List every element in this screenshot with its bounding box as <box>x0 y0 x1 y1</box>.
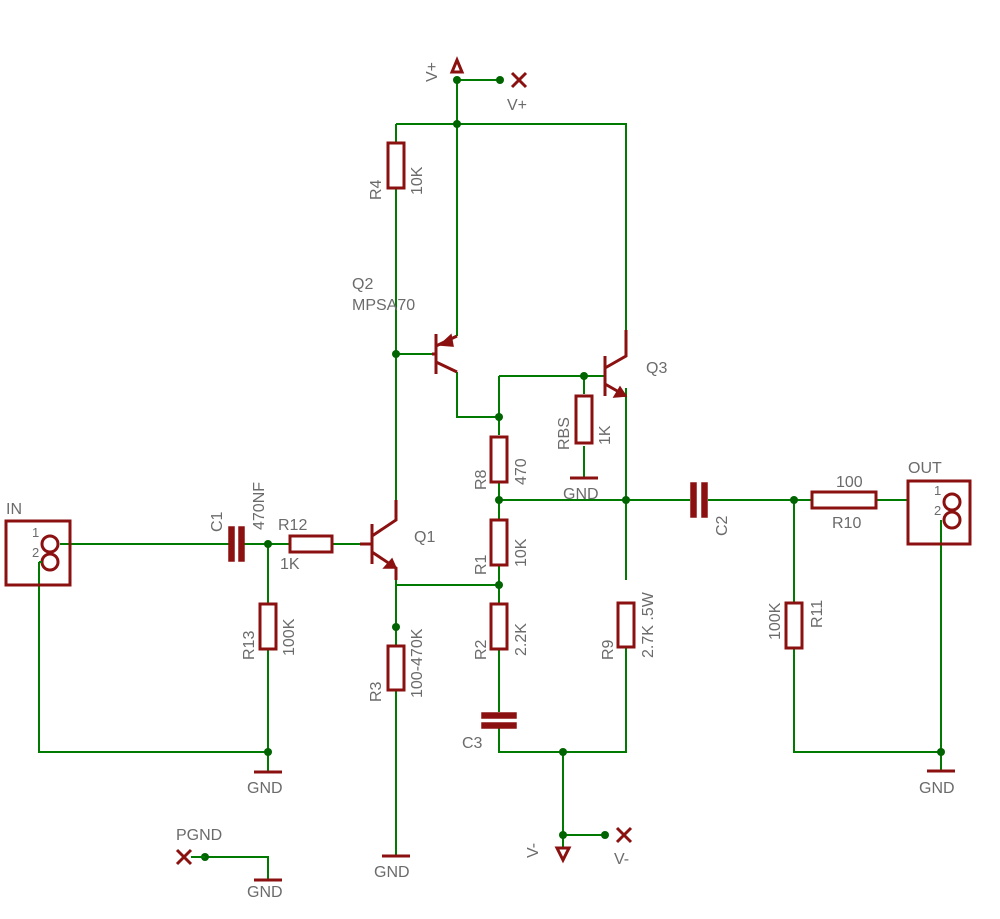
junction-dot <box>790 496 798 504</box>
resistor-r2: R2 2.2K <box>473 602 530 660</box>
resistor-r4: R4 10K <box>368 141 426 200</box>
gnd-symbol: GND <box>919 769 955 797</box>
c2-name: C2 <box>714 515 731 536</box>
resistor-r10: 100 R10 <box>810 474 878 532</box>
r13-name: R13 <box>241 631 258 660</box>
vplus-symbol-label: V+ <box>424 62 441 82</box>
vminus-net-label: V- <box>614 851 629 868</box>
in-pin2-label: 2 <box>32 545 39 560</box>
rbs-value: 1K <box>597 425 614 445</box>
junction-dot <box>496 76 504 84</box>
junction-dot <box>559 748 567 756</box>
r4-value: 10K <box>409 166 426 195</box>
connector-out: OUT 1 2 <box>906 460 972 546</box>
junction-dot <box>392 350 400 358</box>
gnd-label: GND <box>563 486 599 503</box>
r12-name: R12 <box>278 517 307 534</box>
r9-name: R9 <box>600 639 617 660</box>
vplus-supply: V+ V+ <box>424 56 528 114</box>
r3-value: 100-470K <box>409 628 426 698</box>
junction-dot <box>601 831 609 839</box>
r1-value: 10K <box>513 538 530 567</box>
capacitor-c3: C3 <box>462 712 517 752</box>
transistor-q2: Q2 MPSA70 <box>352 276 458 374</box>
r9-value: 2.7K .5W <box>640 591 657 658</box>
gnd-symbol: GND <box>374 854 410 881</box>
pgnd-label: PGND <box>176 827 222 844</box>
resistor-r11: 100K R11 <box>767 600 826 650</box>
gnd-symbol: GND <box>563 476 599 503</box>
c1-value: 470NF <box>251 482 268 530</box>
out-pin2-label: 2 <box>934 503 941 518</box>
junction-dot <box>495 413 503 421</box>
gnd-label: GND <box>374 864 410 881</box>
gnd-symbol: GND <box>247 878 283 901</box>
connector-in: IN 1 2 <box>4 501 72 587</box>
resistor-r12: R12 1K <box>278 517 334 573</box>
capacitor-c2: C2 <box>690 482 731 536</box>
r8-name: R8 <box>473 469 490 490</box>
capacitor-c1: C1 470NF <box>205 482 268 562</box>
resistor-r13: R13 100K <box>241 602 298 660</box>
gnd-symbol: GND <box>247 770 283 797</box>
r13-value: 100K <box>281 618 298 656</box>
vplus-net-label: V+ <box>507 97 527 114</box>
resistor-r1: R1 10K <box>473 518 530 575</box>
pgnd-net: PGND <box>175 827 222 866</box>
q2-value: MPSA70 <box>352 297 415 314</box>
r2-name: R2 <box>473 639 490 660</box>
junction-dot <box>559 831 567 839</box>
r1-name: R1 <box>473 554 490 575</box>
c3-name: C3 <box>462 735 483 752</box>
junction-dot <box>453 120 461 128</box>
junction-dot <box>495 581 503 589</box>
r8-value: 470 <box>513 458 530 485</box>
transistor-q1: Q1 <box>360 500 435 580</box>
resistor-r9: R9 2.7K .5W <box>600 591 657 660</box>
resistor-r3: R3 100-470K <box>368 628 426 702</box>
r12-value: 1K <box>280 556 300 573</box>
q3-name: Q3 <box>646 360 667 377</box>
resistor-rbs: RBS 1K <box>556 394 614 450</box>
gnd-label: GND <box>247 884 283 901</box>
vminus-supply: V- V- <box>525 826 633 868</box>
junctions <box>201 76 945 861</box>
rbs-name: RBS <box>556 417 573 450</box>
q1-name: Q1 <box>414 529 435 546</box>
junction-dot <box>580 372 588 380</box>
out-connector-name: OUT <box>908 460 942 477</box>
r4-name: R4 <box>368 179 385 200</box>
junction-dot <box>392 623 400 631</box>
gnd-label: GND <box>919 780 955 797</box>
r10-value: 100 <box>836 474 863 491</box>
r2-value: 2.2K <box>513 623 530 656</box>
gnd-label: GND <box>247 780 283 797</box>
transistor-q3: Q3 <box>603 330 667 398</box>
junction-dot <box>622 496 630 504</box>
in-pin1-label: 1 <box>32 525 39 540</box>
r3-name: R3 <box>368 681 385 702</box>
resistor-r8: R8 470 <box>473 435 530 490</box>
c1-name: C1 <box>209 511 226 532</box>
q2-name: Q2 <box>352 276 373 293</box>
junction-dot <box>453 76 461 84</box>
junction-dot <box>495 496 503 504</box>
vminus-symbol-label: V- <box>525 843 542 858</box>
r10-name: R10 <box>832 515 861 532</box>
junction-dot <box>264 748 272 756</box>
junction-dot <box>264 540 272 548</box>
r11-value: 100K <box>767 602 784 640</box>
in-connector-name: IN <box>6 501 22 518</box>
junction-dot <box>937 748 945 756</box>
r11-name: R11 <box>809 600 826 628</box>
out-pin1-label: 1 <box>934 483 941 498</box>
